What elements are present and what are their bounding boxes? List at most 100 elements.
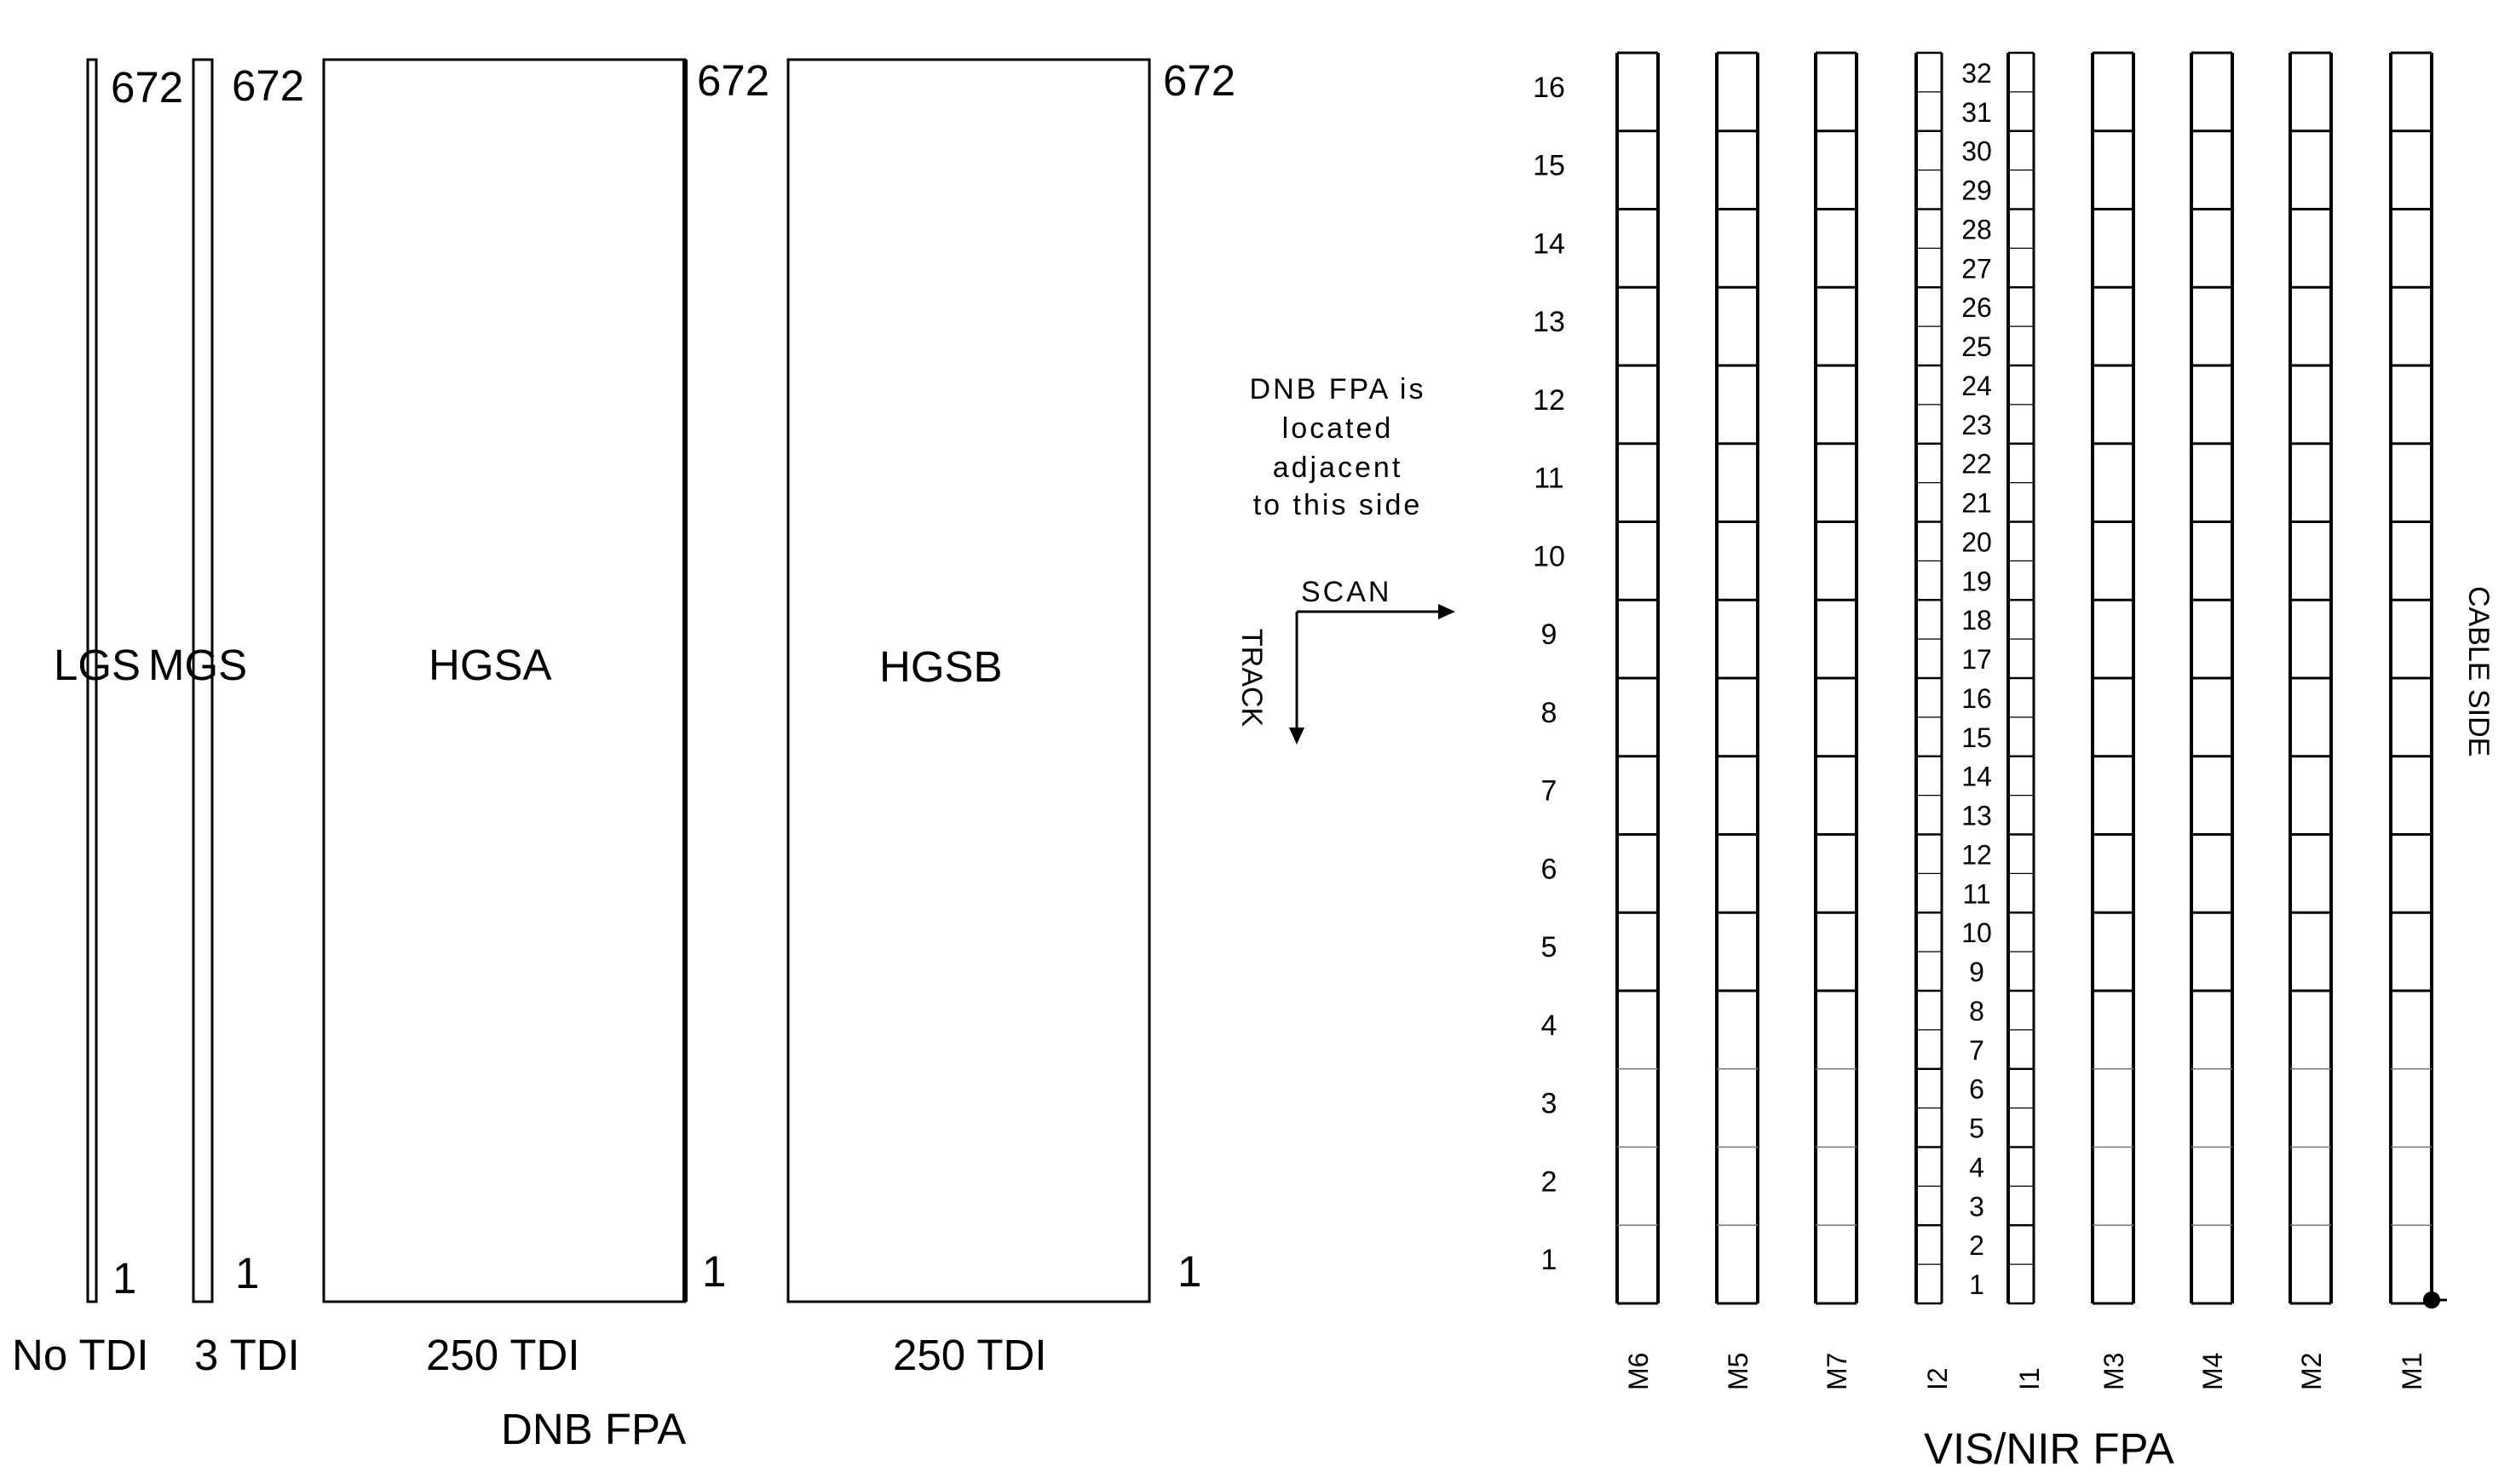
i-detector-number: 22	[1961, 449, 1992, 480]
i-detector-number: 16	[1961, 683, 1992, 714]
band-m2: M2	[2289, 51, 2333, 1390]
note-line-4: to this side	[1253, 489, 1423, 521]
band-label: M5	[1723, 1353, 1753, 1390]
mgs-name: MGS	[148, 641, 247, 689]
i-detector-number: 5	[1969, 1113, 1984, 1144]
i-detector-number: 8	[1969, 996, 1984, 1027]
i-detector-number: 23	[1961, 410, 1992, 440]
lgs-bottom-label: 1	[112, 1254, 136, 1303]
dnb-location-note: DNB FPA is located adjacent to this side	[1250, 373, 1426, 521]
i-detector-number: 12	[1961, 839, 1992, 870]
band-i1: I1	[2006, 51, 2045, 1390]
band-m5: M5	[1715, 51, 1759, 1390]
scan-label: SCAN	[1301, 576, 1391, 608]
lgs-top-label: 672	[111, 63, 183, 112]
m-detector-number: 8	[1541, 697, 1557, 729]
hgsa-tdi: 250 TDI	[426, 1331, 580, 1379]
i-detector-number: 15	[1961, 722, 1992, 753]
m-detector-number: 7	[1541, 775, 1557, 808]
i-detector-number: 2	[1969, 1230, 1984, 1261]
i-detector-number: 29	[1961, 175, 1992, 206]
i-detector-number: 4	[1969, 1152, 1984, 1182]
m-detector-number: 2	[1541, 1165, 1557, 1198]
mgs-array	[192, 58, 214, 1303]
hgsb-bottom-label: 1	[1177, 1247, 1201, 1296]
i-detector-number: 18	[1961, 605, 1992, 636]
m-detector-number: 5	[1541, 931, 1557, 963]
hgsb-top-label: 672	[1163, 56, 1235, 105]
m-detector-number: 13	[1533, 306, 1565, 338]
i-detector-number: 9	[1969, 957, 1984, 987]
i-detector-number: 21	[1961, 488, 1992, 519]
i-detector-number: 32	[1961, 58, 1992, 89]
band-label: I2	[1922, 1367, 1953, 1390]
mgs-tdi: 3 TDI	[194, 1331, 300, 1379]
hgsb-tdi: 250 TDI	[893, 1331, 1047, 1379]
m-detector-number: 9	[1541, 618, 1557, 651]
vis-nir-fpa-label: VIS/NIR FPA	[1924, 1424, 2174, 1473]
i-detector-number: 11	[1962, 878, 1990, 909]
m-detector-number: 4	[1541, 1009, 1557, 1042]
hgsa-top-label: 672	[697, 56, 769, 105]
note-line-2: located	[1282, 412, 1394, 445]
i-detector-number: 3	[1969, 1191, 1984, 1222]
hgsa-name: HGSA	[429, 641, 552, 689]
track-label: TRACK	[1235, 629, 1268, 728]
i-detector-number: 1	[1969, 1269, 1984, 1300]
i-detector-number: 27	[1961, 253, 1992, 284]
i-detector-number: 17	[1961, 644, 1992, 675]
band-label: M6	[1623, 1353, 1654, 1390]
dnb-fpa: 672 672 672 672 1 1 1 1 LGS MGS HGSA HGS…	[12, 56, 1235, 1453]
band-i2: I2	[1914, 51, 1953, 1390]
hgsa-bottom-label: 1	[702, 1247, 726, 1296]
i-detector-number: 6	[1969, 1074, 1984, 1105]
band-label: M2	[2296, 1353, 2327, 1390]
lgs-array	[86, 58, 98, 1303]
lgs-name: LGS	[54, 641, 141, 689]
i-detector-number: 14	[1961, 762, 1992, 792]
i-detector-number: 19	[1961, 566, 1992, 596]
scan-arrow-head	[1438, 604, 1455, 619]
cable-side-label: CABLE SIDE	[2462, 586, 2495, 756]
i-detector-number: 20	[1961, 526, 1992, 557]
band-label: M7	[1822, 1353, 1852, 1390]
m-detector-number: 3	[1541, 1088, 1557, 1120]
lgs-tdi: No TDI	[12, 1331, 149, 1379]
i-detector-number: 26	[1961, 292, 1992, 323]
track-arrow-head	[1289, 728, 1304, 745]
m-detector-number: 1	[1541, 1244, 1557, 1276]
i-detector-number: 25	[1961, 331, 1992, 362]
i-detector-number: 24	[1961, 371, 1992, 401]
i-detector-number: 7	[1969, 1035, 1984, 1066]
band-m3: M3	[2091, 51, 2135, 1390]
m-detector-number: 12	[1533, 384, 1565, 417]
m-detector-number: 16	[1533, 72, 1565, 104]
m-detector-number: 10	[1533, 540, 1565, 572]
note-line-1: DNB FPA is	[1250, 373, 1426, 406]
cable-marker-dot	[2423, 1291, 2440, 1309]
i-detector-number: 10	[1961, 917, 1992, 948]
mgs-top-label: 672	[232, 61, 304, 110]
i-detector-number: 13	[1961, 801, 1992, 831]
band-label: I1	[2014, 1367, 2045, 1390]
note-line-3: adjacent	[1273, 452, 1403, 484]
scan-track-axes: SCAN TRACK	[1235, 576, 1455, 745]
hgsb-array	[786, 58, 1151, 1303]
hgsb-name: HGSB	[879, 642, 1003, 691]
m-detector-number: 11	[1534, 463, 1563, 495]
band-label: M3	[2099, 1353, 2129, 1390]
band-m1: M1	[2389, 51, 2433, 1390]
i-detector-number: 28	[1961, 214, 1992, 244]
band-label: M1	[2397, 1353, 2427, 1390]
band-m6: M6	[1615, 51, 1660, 1390]
m-detector-number: 15	[1533, 150, 1565, 182]
i-detector-number: 30	[1961, 136, 1992, 167]
dnb-fpa-label: DNB FPA	[501, 1405, 686, 1453]
band-m4: M4	[2190, 51, 2234, 1390]
mgs-bottom-label: 1	[235, 1249, 259, 1297]
band-m7: M7	[1814, 51, 1858, 1390]
band-label: M4	[2197, 1353, 2228, 1390]
m-detector-number: 6	[1541, 853, 1557, 885]
